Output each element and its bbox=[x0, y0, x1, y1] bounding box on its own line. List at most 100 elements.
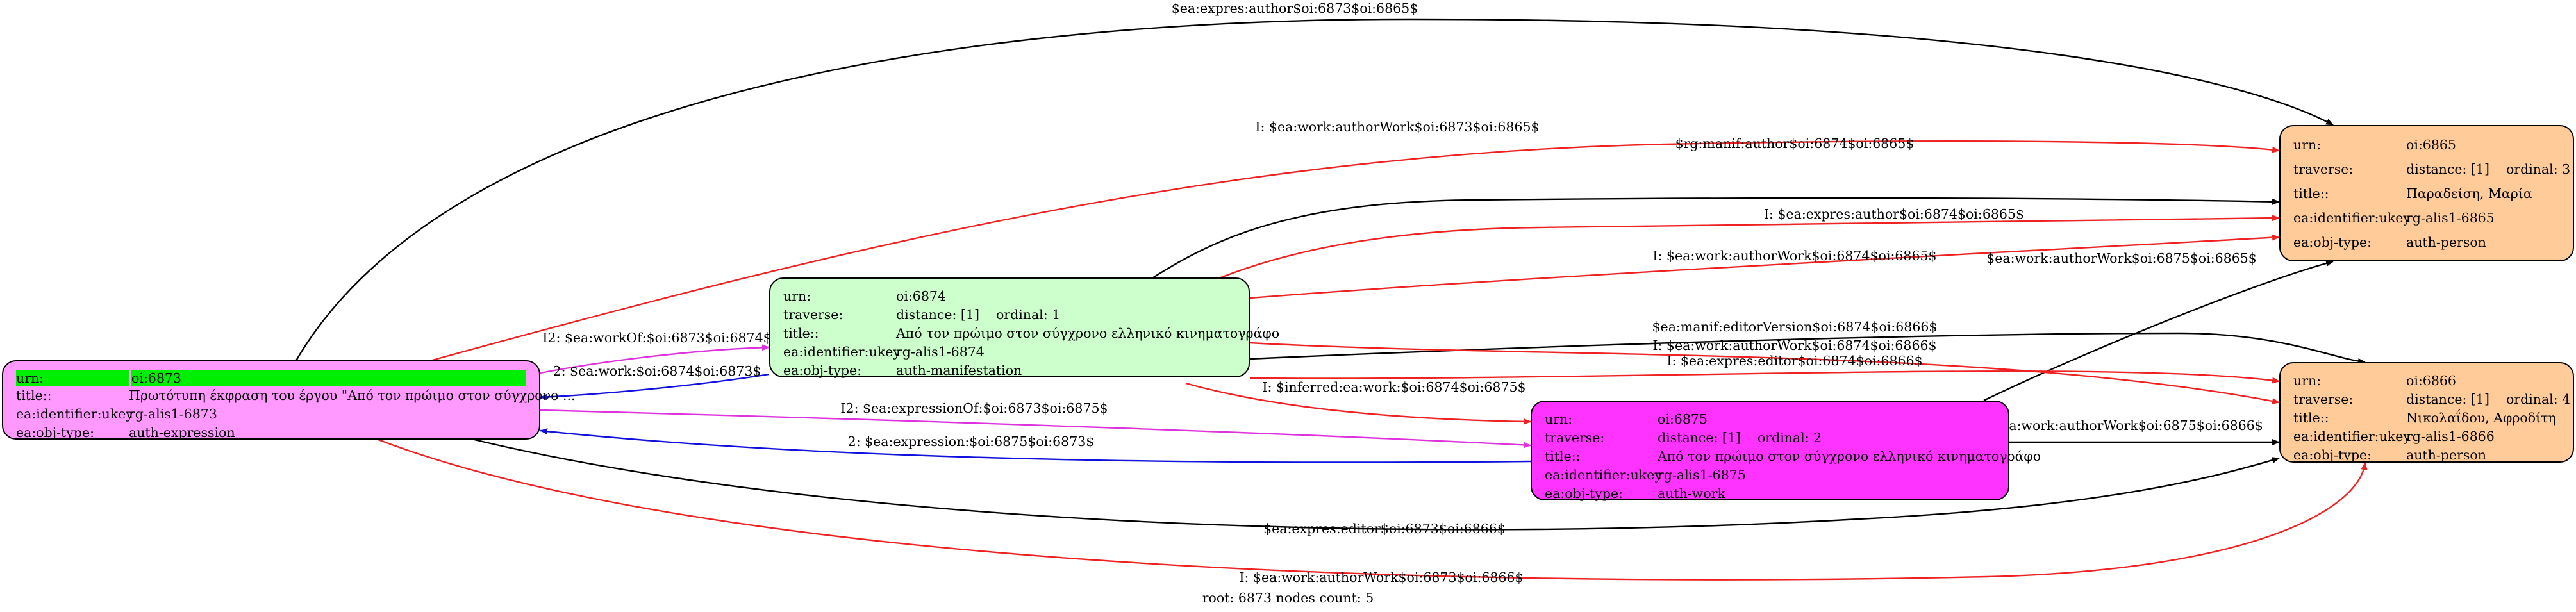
field-key: urn: bbox=[2293, 137, 2322, 153]
node-row-ukey: ea:identifier:ukey rg-alis1-6874 bbox=[783, 343, 1236, 361]
edge-label: 2: $ea:work:$oi:6874$oi:6873$ bbox=[553, 363, 761, 379]
node-row-urn: urn: oi:6865 bbox=[2293, 133, 2560, 157]
edge-label: $ea:work:authorWork$oi:6875$oi:6866$ bbox=[1993, 418, 2263, 433]
edge-expres-author-6874-6865 bbox=[1118, 215, 2280, 328]
edge-label: $rg:manif:author$oi:6874$oi:6865$ bbox=[1675, 136, 1915, 151]
field-value: rg-alis1-6865 bbox=[2406, 210, 2495, 226]
field-key: title:: bbox=[783, 326, 819, 341]
field-key: ea:identifier:ukey bbox=[1545, 467, 1662, 483]
node-row-urn: urn: oi:6873 bbox=[16, 370, 526, 386]
edge-label: I2: $ea:expressionOf:$oi:6873$oi:6875$ bbox=[840, 401, 1108, 416]
edge-expressionof-6873-6875 bbox=[540, 409, 1531, 449]
ordinal-value: ordinal: 1 bbox=[995, 307, 1061, 322]
node-row-type: ea:obj-type: auth-manifestation bbox=[783, 361, 1236, 380]
edge-label: I: $ea:work:authorWork$oi:6874$oi:6866$ bbox=[1652, 338, 1936, 353]
edge-work-6874-6873 bbox=[540, 373, 770, 401]
field-key: traverse: bbox=[1545, 430, 1605, 445]
field-key: urn: bbox=[783, 288, 811, 304]
field-key: ea:obj-type: bbox=[783, 363, 861, 378]
field-value: distance: [1]ordinal: 2 bbox=[1658, 429, 1995, 447]
field-key: ea:obj-type: bbox=[2293, 447, 2372, 463]
edge-authorwork-6873-6866 bbox=[378, 438, 2368, 581]
field-key: urn: bbox=[1545, 411, 1573, 427]
node-row-title: title:: Από τον πρώιμο στον σύγχρονο ελλ… bbox=[783, 324, 1279, 343]
field-value: Παραδείση, Μαρία bbox=[2406, 186, 2532, 201]
field-value: auth-expression bbox=[129, 425, 235, 440]
node-row-ukey: ea:identifier:ukey rg-alis1-6865 bbox=[2293, 206, 2560, 230]
distance-value: distance: [1] bbox=[2406, 161, 2489, 177]
field-value: rg-alis1-6875 bbox=[1658, 467, 1746, 483]
ordinal-value: ordinal: 2 bbox=[1757, 430, 1822, 445]
field-value: rg-alis1-6874 bbox=[896, 344, 985, 360]
edge-expres-author-6873-6865 bbox=[294, 18, 2334, 363]
field-key: urn: bbox=[2293, 373, 2322, 388]
field-key: ea:obj-type: bbox=[16, 425, 94, 440]
field-key: ea:identifier:ukey bbox=[783, 344, 901, 360]
field-key: ea:identifier:ukey bbox=[2293, 429, 2411, 444]
node-oi-6874[interactable]: urn: oi:6874 traverse: distance: [1] ordi… bbox=[769, 277, 1279, 380]
field-value: Νικολαΐδου, Αφροδίτη bbox=[2406, 410, 2556, 426]
graph-footer: root: 6873 nodes count: 5 bbox=[1202, 590, 1374, 606]
field-value: oi:6873 bbox=[131, 370, 526, 386]
field-value: distance: [1]ordinal: 3 bbox=[2406, 157, 2570, 181]
field-value: oi:6874 bbox=[896, 288, 946, 304]
edge-inferred-work-6874-6875 bbox=[1185, 382, 1531, 425]
field-value: oi:6866 bbox=[2406, 373, 2456, 388]
field-key: ea:obj-type: bbox=[1545, 486, 1623, 501]
edge-authorwork-6874-6866 bbox=[1249, 342, 2280, 404]
node-oi-6866[interactable]: urn: oi:6866 traverse: distance: [1]ordi… bbox=[2279, 362, 2574, 463]
field-key: title:: bbox=[2293, 186, 2329, 201]
edge-label: $ea:work:authorWork$oi:6875$oi:6865$ bbox=[1986, 251, 2257, 266]
edge-expres-editor-6874-6866 bbox=[1249, 370, 2280, 384]
node-row-type: ea:obj-type: auth-person bbox=[2293, 230, 2560, 254]
ordinal-value: ordinal: 4 bbox=[2505, 392, 2571, 407]
field-value: Από τον πρώιμο στον σύγχρονο ελληνικό κι… bbox=[896, 326, 1280, 341]
field-value: Πρωτότυπη έκφραση του έργου "Από τον πρώ… bbox=[129, 388, 576, 403]
node-row-traverse: traverse: distance: [1] ordinal: 1 bbox=[783, 306, 1236, 324]
edge-label: I: $inferred:ea:work:$oi:6874$oi:6875$ bbox=[1262, 379, 1525, 395]
edge-label: $ea:expres:author$oi:6873$oi:6865$ bbox=[1172, 1, 1418, 16]
node-oi-6865[interactable]: urn: oi:6865 traverse: distance: [1]ordi… bbox=[2279, 125, 2574, 261]
field-key: traverse: bbox=[2293, 392, 2354, 407]
edge-label: I: $ea:expres:author$oi:6874$oi:6865$ bbox=[1764, 206, 2024, 222]
field-value: rg-alis1-6873 bbox=[129, 406, 217, 422]
node-oi-6873[interactable]: urn: oi:6873 title:: Πρωτότυπη έκφραση τ… bbox=[2, 360, 576, 442]
field-value: distance: [1]ordinal: 4 bbox=[2406, 390, 2570, 409]
field-key: title:: bbox=[2293, 410, 2329, 426]
edge-label: I: $ea:work:authorWork$oi:6874$oi:6865$ bbox=[1652, 248, 1936, 263]
field-value: Από τον πρώιμο στον σύγχρονο ελληνικό κι… bbox=[1658, 449, 2041, 464]
field-key: traverse: bbox=[2293, 161, 2354, 177]
node-row-title: title:: Παραδείση, Μαρία bbox=[2293, 181, 2560, 206]
field-value: oi:6865 bbox=[2406, 137, 2456, 153]
edge-authorwork-6875-6865 bbox=[1983, 260, 2334, 402]
field-key: ea:identifier:ukey bbox=[2293, 210, 2411, 226]
edge-workof-6873-6874 bbox=[540, 344, 770, 374]
node-row-urn: urn: oi:6875 bbox=[1545, 410, 1995, 429]
node-row-type: ea:obj-type: auth-expression bbox=[16, 424, 526, 442]
field-value: distance: [1] ordinal: 1 bbox=[896, 306, 1236, 324]
edge-manif-author-6874-6865 bbox=[1076, 197, 2280, 328]
edge-label: $ea:expres:editor$oi:6873$oi:6866$ bbox=[1263, 521, 1506, 536]
node-row-urn: urn: oi:6874 bbox=[783, 287, 1236, 306]
edge-label: I: $ea:work:authorWork$oi:6873$oi:6865$ bbox=[1255, 119, 1539, 135]
node-row-ukey: ea:identifier:ukey rg-alis1-6866 bbox=[2293, 427, 2560, 446]
field-value: auth-work bbox=[1658, 486, 1725, 501]
node-row-urn: urn: oi:6866 bbox=[2293, 372, 2560, 390]
node-row-type: ea:obj-type: auth-work bbox=[1545, 484, 1995, 503]
node-row-ukey: ea:identifier:ukey rg-alis1-6875 bbox=[1545, 466, 1995, 484]
field-key: title:: bbox=[1545, 449, 1581, 464]
edge-label: $ea:manif:editorVersion$oi:6874$oi:6866$ bbox=[1652, 319, 1938, 335]
edge-authorwork-6874-6865 bbox=[1249, 234, 2280, 299]
edge-label: I: $ea:expres:editor$oi:6874$oi:6866$ bbox=[1666, 353, 1922, 368]
node-row-title: title:: Από τον πρώιμο στον σύγχρονο ελλ… bbox=[1545, 447, 2041, 466]
edge-label: 2: $ea:expression:$oi:6875$oi:6873$ bbox=[848, 434, 1095, 449]
field-key: ea:obj-type: bbox=[2293, 235, 2372, 250]
field-key: traverse: bbox=[783, 307, 843, 322]
node-oi-6875[interactable]: urn: oi:6875 traverse: distance: [1]ordi… bbox=[1531, 401, 2041, 503]
node-row-title: title:: Νικολαΐδου, Αφροδίτη bbox=[2293, 409, 2560, 427]
field-key: title:: bbox=[16, 388, 52, 403]
edge-label: I2: $ea:workOf:$oi:6873$oi:6874$ bbox=[542, 330, 771, 345]
distance-value: distance: [1] bbox=[896, 307, 979, 322]
field-key: ea:identifier:ukey bbox=[16, 406, 133, 422]
